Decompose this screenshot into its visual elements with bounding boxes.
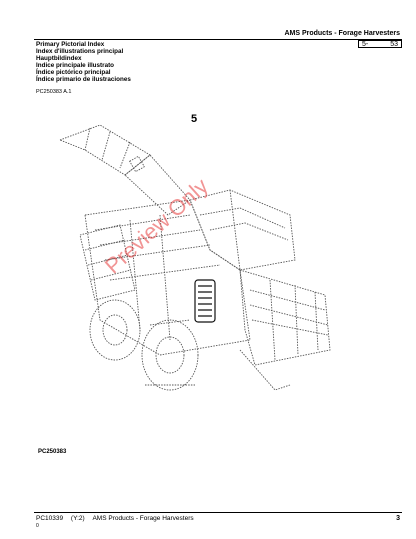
header-rule [34, 39, 402, 40]
forage-harvester-illustration [58, 124, 331, 391]
page-ref: 53 [390, 41, 398, 48]
footer-doc-id: PC10339 [36, 515, 64, 522]
index-title-pt: Índice pictórico principal [36, 69, 111, 76]
index-title-fr: Index d'illustrations principal [36, 48, 124, 55]
index-title-it: Indice principale illustrato [36, 62, 115, 69]
footer-title: AMS Products - Forage Harvesters [92, 515, 194, 522]
header-title: AMS Products - Forage Harvesters [284, 30, 400, 37]
index-title-de: Hauptbildindex [36, 55, 82, 62]
section-number: 5 [191, 113, 198, 125]
footer-rule [34, 512, 402, 513]
index-titles: Primary Pictorial Index Index d'illustra… [36, 41, 131, 83]
footer-page-number: 3 [396, 515, 400, 522]
page-reference-box: 5- 53 [358, 40, 402, 48]
footer-info: PC10339 (Y:2) AMS Products - Forage Harv… [36, 515, 194, 529]
index-title-es: Índice primario de ilustraciones [36, 76, 131, 83]
footer-revision: (Y:2) [70, 515, 85, 522]
footer-sub: 0 [36, 523, 39, 529]
index-title-en: Primary Pictorial Index [36, 41, 105, 48]
section-ref: 5- [362, 41, 369, 48]
reference-code: PC250383 A.1 [36, 89, 72, 95]
figure-label: PC250383 [38, 449, 67, 455]
